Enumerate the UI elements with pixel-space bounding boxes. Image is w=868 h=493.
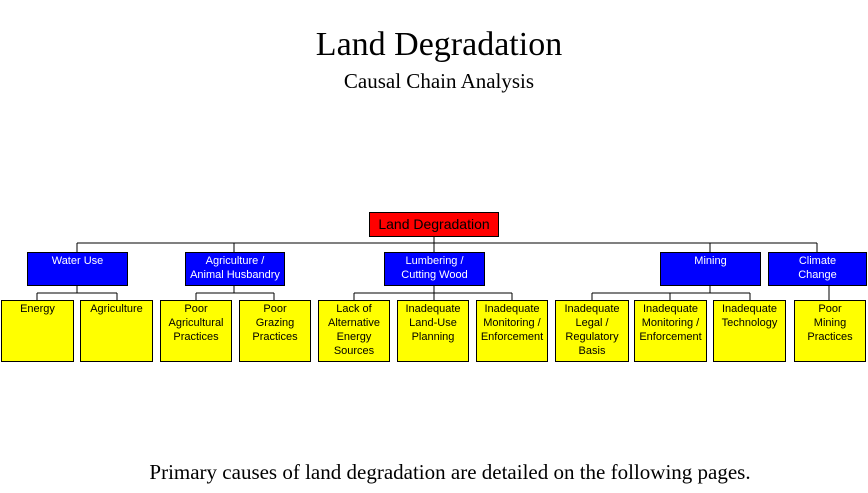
diagram-subtitle: Causal Chain Analysis [343,69,535,93]
leaf-inadequate-monitoring-enforcement: Inadequate Monitoring / Enforcement [476,300,548,362]
leaf-lack-of-alternative-energy-sources: Lack of Alternative Energy Sources [318,300,390,362]
leaf-poor-grazing-practices: Poor Grazing Practices [239,300,311,362]
leaf-poor-agricultural-practices: Poor Agricultural Practices [160,300,232,362]
category-lumbering-cutting-wood: Lumbering / Cutting Wood [384,252,485,286]
category-water-use: Water Use [27,252,128,286]
category-climate-change: Climate Change [768,252,867,286]
leaf-energy: Energy [1,300,74,362]
category-agriculture-animal-husbandry: Agriculture / Animal Husbandry [185,252,285,286]
leaf-agriculture: Agriculture [80,300,153,362]
category-mining: Mining [660,252,761,286]
leaf-inadequate-land-use-planning: Inadequate Land-Use Planning [397,300,469,362]
diagram-title: Land Degradation [315,26,563,63]
leaf-inadequate-monitoring-enforcement-mining: Inadequate Monitoring / Enforcement [634,300,707,362]
leaf-inadequate-technology: Inadequate Technology [713,300,786,362]
footer-note: Primary causes of land degradation are d… [149,460,751,484]
leaf-inadequate-legal-regulatory-basis: Inadequate Legal / Regulatory Basis [555,300,629,362]
leaf-poor-mining-practices: Poor Mining Practices [794,300,866,362]
root-node: Land Degradation [369,212,499,237]
